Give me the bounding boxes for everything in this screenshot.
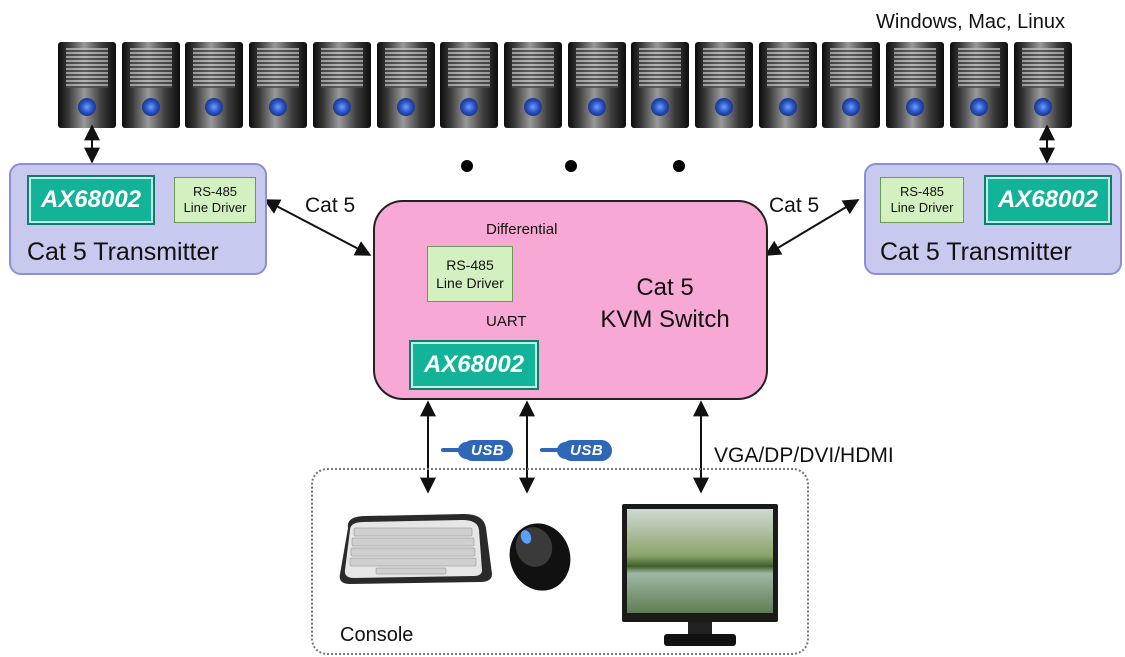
tower-power-light (906, 98, 924, 116)
tower-grille (257, 48, 299, 88)
tower-power-light (460, 98, 478, 116)
tower-power-light (1034, 98, 1052, 116)
tower-power-light (715, 98, 733, 116)
computer-tower-icon (504, 42, 562, 128)
tower-power-light (397, 98, 415, 116)
cat5-right-label: Cat 5 (769, 194, 820, 217)
usb-icon: USB (561, 440, 613, 461)
computer-tower-icon (695, 42, 753, 128)
tower-power-light (142, 98, 160, 116)
usb-logo-tail (441, 448, 469, 452)
computer-tower-icon (58, 42, 116, 128)
tower-power-light (524, 98, 542, 116)
switch-chip: AX68002 (409, 340, 539, 390)
tower-power-light (588, 98, 606, 116)
ellipsis-dot (673, 160, 685, 172)
line-driver-line1: RS-485 (446, 257, 494, 273)
uart-label: UART (486, 313, 527, 330)
os-label: Windows, Mac, Linux (876, 11, 1065, 33)
tower-power-light (779, 98, 797, 116)
ellipsis-dot (565, 160, 577, 172)
computer-tower-icon (440, 42, 498, 128)
monitor-icon (622, 504, 778, 646)
transmitter-left-line-driver: RS-485 Line Driver (174, 177, 256, 223)
computer-tower-icon (1014, 42, 1072, 128)
switch-line-driver: RS-485 Line Driver (427, 246, 513, 302)
switch-title-line2: KVM Switch (600, 306, 730, 333)
tower-grille (1022, 48, 1064, 88)
computer-tower-icon (822, 42, 880, 128)
tower-grille (321, 48, 363, 88)
tower-grille (767, 48, 809, 88)
differential-label: Differential (486, 221, 558, 238)
kvm-switch: Differential RS-485 Line Driver UART AX6… (373, 200, 768, 400)
computer-tower-icon (950, 42, 1008, 128)
transmitter-right-line-driver: RS-485 Line Driver (880, 177, 964, 223)
computer-tower-icon (377, 42, 435, 128)
line-driver-line1: RS-485 (899, 184, 945, 199)
tower-grille (66, 48, 108, 88)
tower-power-light (842, 98, 860, 116)
console-label: Console (340, 624, 414, 646)
tower-power-light (205, 98, 223, 116)
tower-power-light (970, 98, 988, 116)
tower-grille (448, 48, 490, 88)
computer-tower-icon (631, 42, 689, 128)
usb-icon: USB (462, 440, 514, 461)
switch-title-line1: Cat 5 (636, 274, 694, 301)
line-driver-line2: Line Driver (436, 275, 504, 291)
console-box (311, 468, 809, 655)
cat5-left-label: Cat 5 (305, 194, 356, 217)
tower-grille (703, 48, 745, 88)
tower-power-light (651, 98, 669, 116)
line-driver-line2: Line Driver (183, 200, 247, 215)
tower-grille (894, 48, 936, 88)
transmitter-left-title: Cat 5 Transmitter (27, 238, 219, 266)
tower-power-light (333, 98, 351, 116)
computer-tower-icon (249, 42, 307, 128)
tower-grille (958, 48, 1000, 88)
transmitter-right-title: Cat 5 Transmitter (880, 238, 1072, 266)
tower-grille (512, 48, 554, 88)
tower-power-light (78, 98, 96, 116)
computer-tower-icon (122, 42, 180, 128)
computer-tower-icon (185, 42, 243, 128)
tower-grille (830, 48, 872, 88)
line-driver-line1: RS-485 (192, 184, 238, 199)
computer-tower-icon (886, 42, 944, 128)
computer-tower-icon (759, 42, 817, 128)
computer-tower-icon (313, 42, 371, 128)
keyboard-icon (339, 514, 492, 584)
arrow-cat5-left (263, 199, 372, 256)
transmitter-right: RS-485 Line Driver AX68002 Cat 5 Transmi… (864, 163, 1122, 275)
tower-power-light (269, 98, 287, 116)
mouse-icon (509, 523, 571, 591)
ellipsis-dot (461, 160, 473, 172)
video-interface-label: VGA/DP/DVI/HDMI (714, 444, 894, 467)
line-driver-line2: Line Driver (890, 200, 954, 215)
tower-grille (130, 48, 172, 88)
tower-grille (639, 48, 681, 88)
transmitter-right-chip: AX68002 (984, 175, 1112, 225)
tower-grille (193, 48, 235, 88)
transmitter-left-chip: AX68002 (27, 175, 155, 225)
arrow-cat5-right (764, 199, 860, 256)
transmitter-left: AX68002 RS-485 Line Driver Cat 5 Transmi… (9, 163, 267, 275)
usb-logo-tail (540, 448, 568, 452)
tower-grille (385, 48, 427, 88)
tower-grille (576, 48, 618, 88)
computer-tower-icon (568, 42, 626, 128)
